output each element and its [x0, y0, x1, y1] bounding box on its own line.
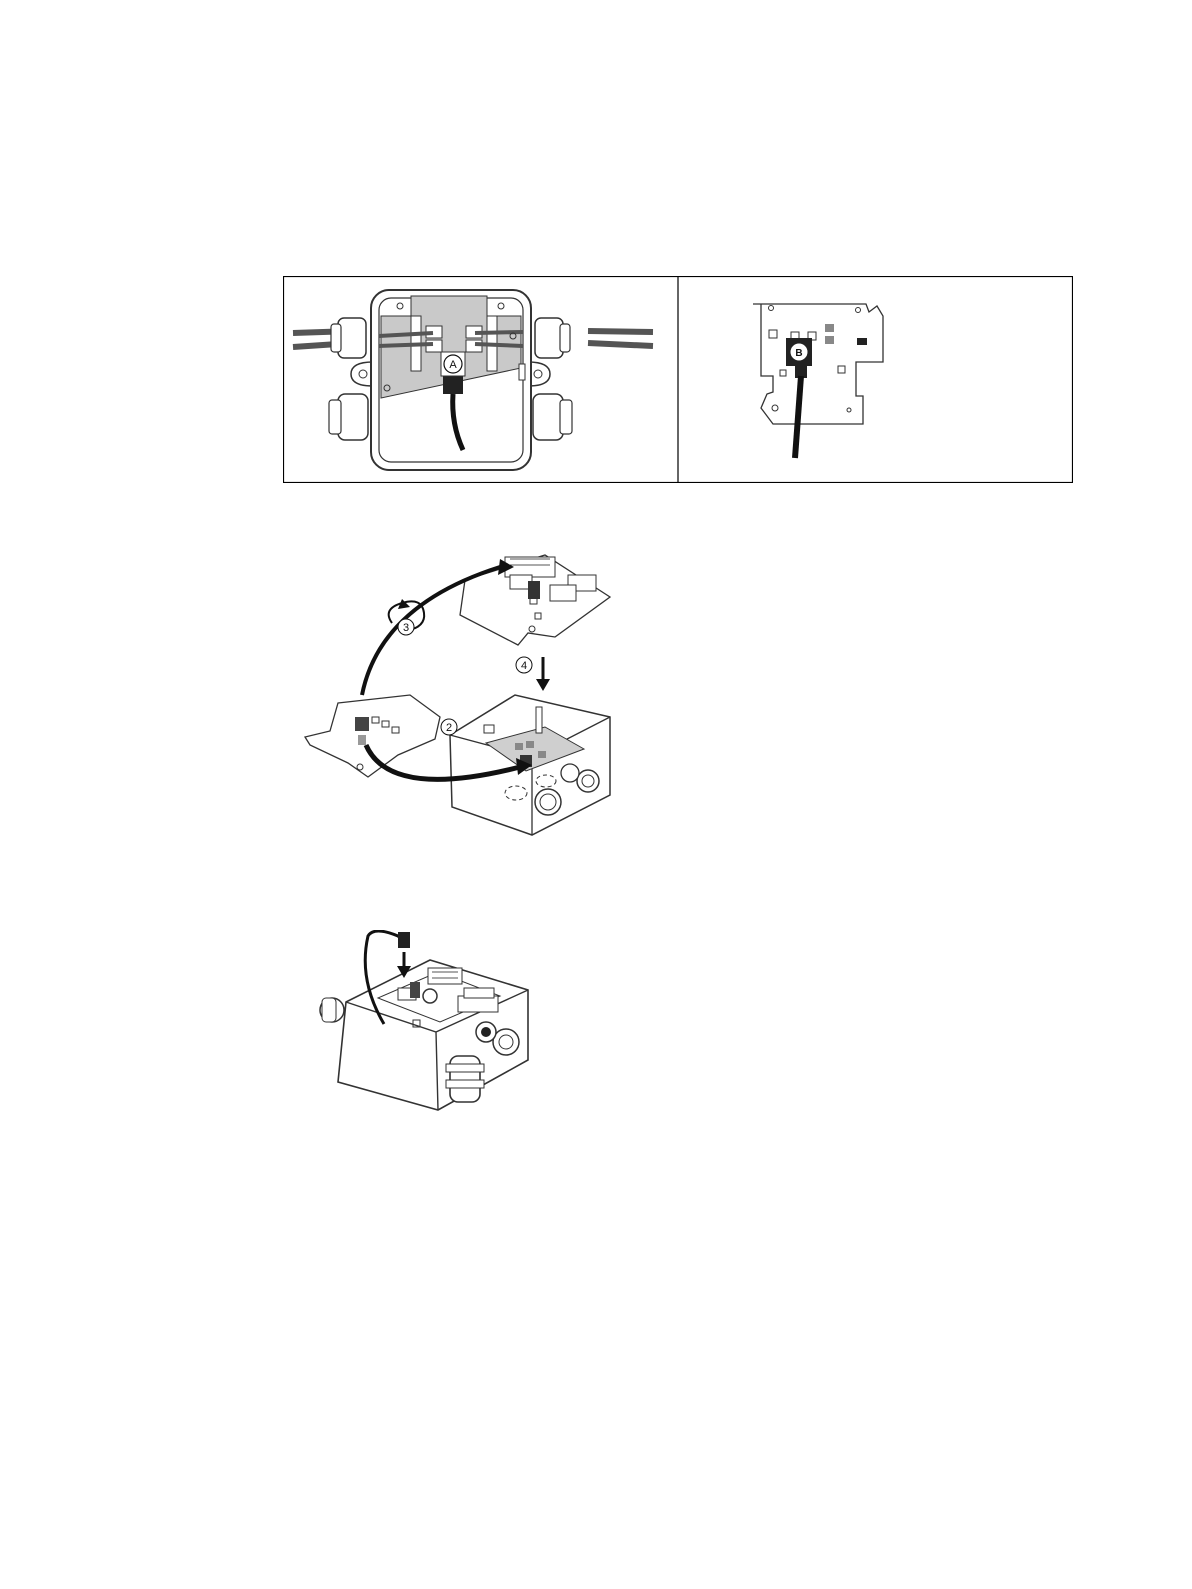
middle-figure: 3 4 2	[300, 545, 630, 865]
callout-b-label: B	[795, 348, 802, 359]
step-3-badge: 3	[398, 619, 414, 635]
callout-a-label: A	[449, 359, 457, 371]
loose-display-board	[305, 695, 440, 777]
middle-figure-svg: 3 4 2	[300, 545, 630, 865]
top-figure: A B	[283, 276, 1073, 483]
svg-text:4: 4	[521, 660, 527, 672]
top-figure-svg: A B	[283, 276, 1073, 483]
upper-terminal-board	[460, 555, 610, 645]
svg-text:3: 3	[403, 622, 409, 634]
step-4-badge: 4	[516, 657, 532, 673]
bottom-figure-svg	[318, 930, 558, 1130]
step-2-badge: 2	[441, 719, 457, 735]
bottom-figure	[318, 930, 558, 1130]
svg-text:2: 2	[446, 722, 452, 734]
